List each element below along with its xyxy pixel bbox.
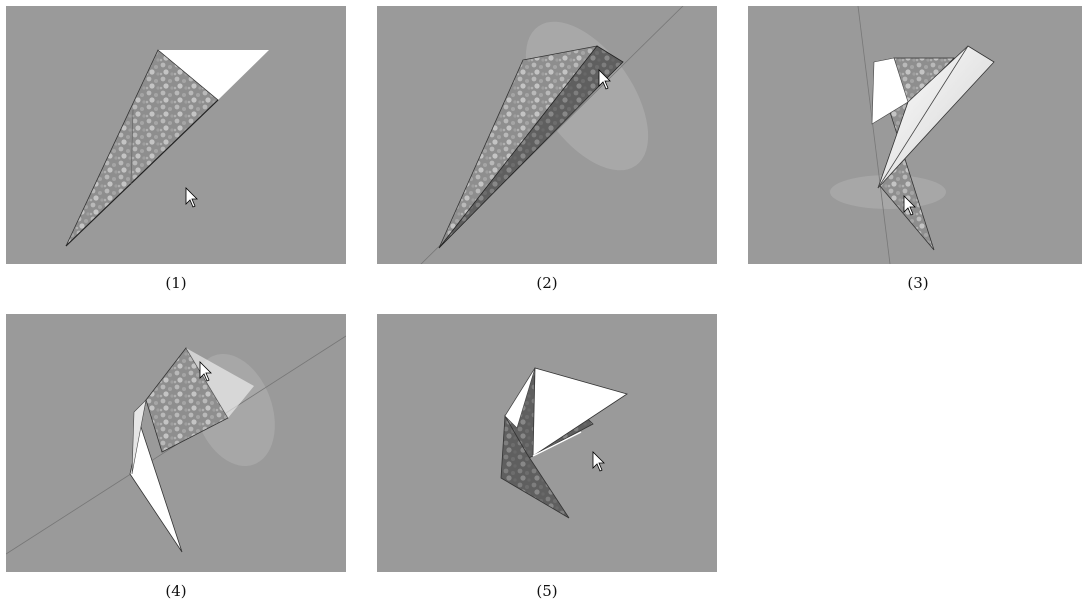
panel-4 [6,314,346,572]
caption-5: (5) [377,582,717,600]
panel-1 [6,6,346,264]
panel-2-illustration [377,6,717,264]
rotation-axis-line [858,6,890,264]
panel-1-illustration [6,6,346,264]
pointer-cursor-icon [186,188,197,207]
caption-3: (3) [748,274,1082,292]
white-flap-right [533,368,627,456]
caption-1: (1) [6,274,346,292]
panel-3-illustration [748,6,1082,264]
panel-4-illustration [6,314,346,572]
caption-2: (2) [377,274,717,292]
pointer-cursor-icon [593,452,604,471]
panel-5 [377,314,717,572]
panel-2 [377,6,717,264]
caption-4: (4) [6,582,346,600]
panel-5-illustration [377,314,717,572]
panel-3 [748,6,1082,264]
